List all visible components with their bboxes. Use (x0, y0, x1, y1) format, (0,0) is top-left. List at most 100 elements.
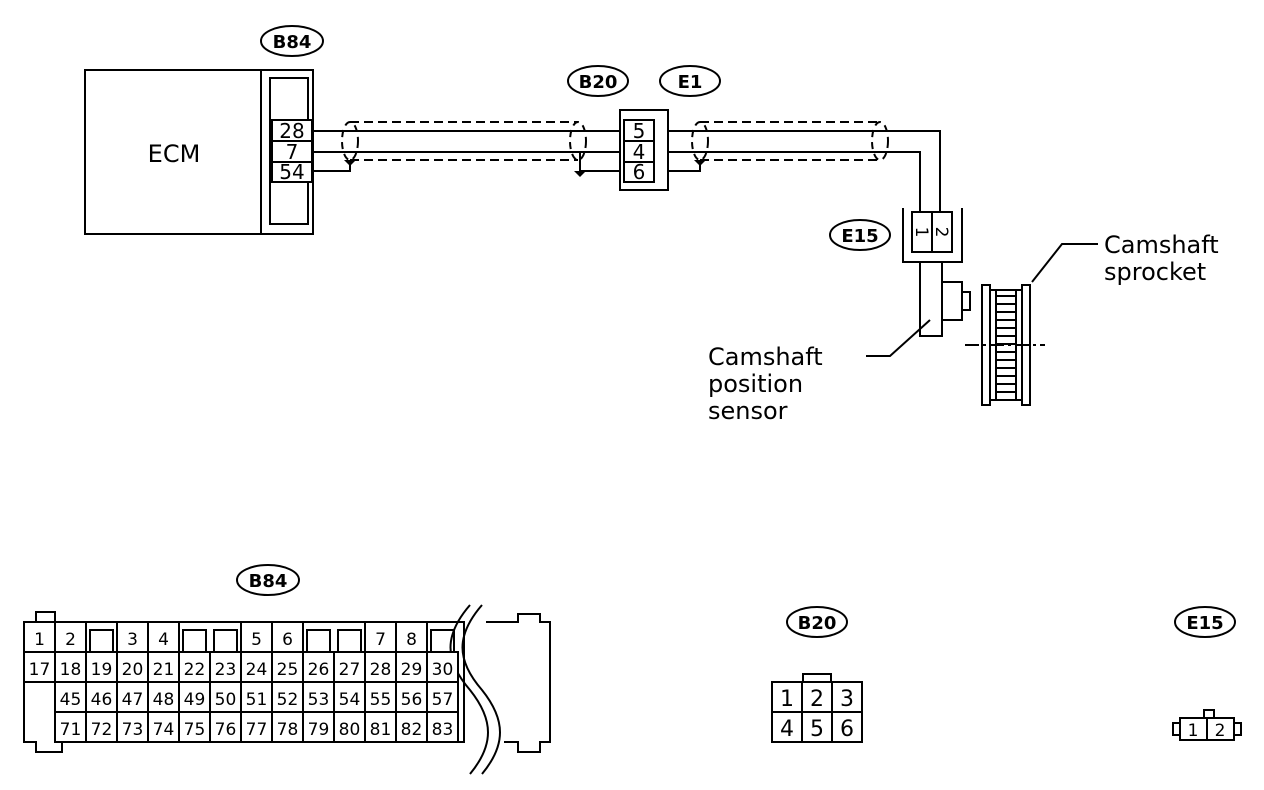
b84-face-pin: 27 (339, 660, 361, 680)
cmp-sensor-line3: sensor (708, 397, 788, 425)
b20-face-pin: 2 (810, 687, 824, 712)
badge-e15-bottom: E15 (1174, 606, 1236, 638)
b84-face-cell (271, 681, 304, 713)
b84-face-pin: 17 (29, 660, 51, 680)
b84-connector: 28 7 54 (260, 69, 314, 235)
e15-face-pin-1: 1 (1188, 721, 1199, 741)
b84-face-cell (302, 651, 335, 683)
cmp-sensor-line1: Camshaft (708, 343, 823, 371)
b84-face-key (430, 629, 455, 652)
b84-face-cell (333, 711, 366, 743)
b84-face-cell (116, 681, 149, 713)
svg-text:B84: B84 (249, 571, 288, 592)
b84-face-pin: 47 (122, 690, 144, 710)
b20-pin-6: 6 (633, 160, 646, 184)
b84-face-pin: 83 (432, 720, 454, 740)
camshaft-sprocket-line1: Camshaft (1104, 231, 1219, 259)
badge-e1-top: E1 (659, 65, 721, 97)
shield-ground-marker (694, 160, 706, 166)
b84-face-pin: 55 (370, 690, 392, 710)
b84-face-pin: 74 (153, 720, 175, 740)
b20-face-cell (771, 711, 803, 743)
e15-connector: 1 2 (902, 208, 963, 263)
svg-text:B20: B20 (579, 72, 618, 93)
b84-face-pin: 45 (60, 690, 82, 710)
shield-ground-marker (344, 160, 356, 166)
shield-ground-marker (574, 171, 586, 177)
b84-face-pin: 2 (65, 630, 76, 650)
badge-e15-top: E15 (829, 219, 891, 251)
svg-text:B84: B84 (273, 32, 312, 53)
b84-face-pin: 48 (153, 690, 175, 710)
b84-face-key (213, 629, 238, 652)
b84-face-pin: 73 (122, 720, 144, 740)
b84-face-pin: 3 (127, 630, 138, 650)
b84-face-pin: 49 (184, 690, 206, 710)
badge-b20-top: B20 (567, 65, 629, 97)
b84-face-cell (209, 711, 242, 743)
b84-face-pin: 7 (375, 630, 386, 650)
camshaft-sprocket (965, 284, 1045, 406)
ecm-unit: ECM (84, 69, 262, 235)
b84-face-cell (426, 711, 459, 743)
b20-face-pin: 3 (840, 687, 854, 712)
badge-b84-bottom: B84 (236, 564, 300, 596)
e15-pin-2: 2 (931, 227, 951, 238)
b84-face-pin: 21 (153, 660, 175, 680)
b84-face-pin: 25 (277, 660, 299, 680)
svg-text:E1: E1 (678, 72, 703, 93)
b84-face-pin: 56 (401, 690, 423, 710)
b84-face-cell (426, 681, 459, 713)
b84-face-pin: 30 (432, 660, 454, 680)
b84-face-cell (271, 711, 304, 743)
b84-face-pin: 24 (246, 660, 268, 680)
camshaft-sprocket-line2: sprocket (1104, 258, 1206, 286)
svg-text:E15: E15 (841, 226, 878, 247)
b84-face-cell (54, 651, 87, 683)
svg-text:B20: B20 (798, 613, 837, 634)
b20-face-cell (831, 681, 863, 713)
b20-face-pin: 6 (840, 717, 854, 742)
b84-face-cell (178, 681, 211, 713)
b84-face-pin: 46 (91, 690, 113, 710)
e15-pin-1: 1 (911, 227, 931, 238)
b84-face-pin: 77 (246, 720, 268, 740)
b84-face-pin: 51 (246, 690, 268, 710)
b84-face-cell (147, 621, 180, 653)
sprocket-teeth (996, 295, 1016, 393)
b20-e1-connector: 5 4 6 (619, 109, 669, 191)
b84-face-pin: 6 (282, 630, 293, 650)
b84-face-cell (426, 651, 459, 683)
b84-face-cell (240, 711, 273, 743)
camshaft-position-sensor-body (919, 261, 971, 337)
b84-face-key (89, 629, 114, 652)
b84-face-pin: 29 (401, 660, 423, 680)
b84-face-pin: 18 (60, 660, 82, 680)
b20-face-cell (831, 711, 863, 743)
b84-face-key (182, 629, 207, 652)
b84-face-pin: 4 (158, 630, 169, 650)
b20-face-pin: 5 (810, 717, 824, 742)
e15-connector-face: 1 2 (1172, 709, 1242, 741)
b84-face-cell (116, 711, 149, 743)
b84-pin-7: 7 (286, 140, 299, 164)
b84-face-pin: 78 (277, 720, 299, 740)
cmp-sensor-line2: position (708, 370, 803, 398)
label-camshaft-position-sensor: Camshaft position sensor (708, 319, 931, 425)
b20-face-pin: 4 (780, 717, 794, 742)
b84-face-pin: 1 (34, 630, 45, 650)
b84-face-pin: 76 (215, 720, 237, 740)
b84-face-cell (333, 681, 366, 713)
b84-face-cell (23, 651, 56, 683)
b84-face-cell (364, 681, 397, 713)
b84-face-pin: 79 (308, 720, 330, 740)
b84-face-pin: 50 (215, 690, 237, 710)
b84-face-cell (240, 651, 273, 683)
b84-face-pin: 81 (370, 720, 392, 740)
b20-face-pin: 1 (780, 687, 794, 712)
b84-face-pin: 5 (251, 630, 262, 650)
